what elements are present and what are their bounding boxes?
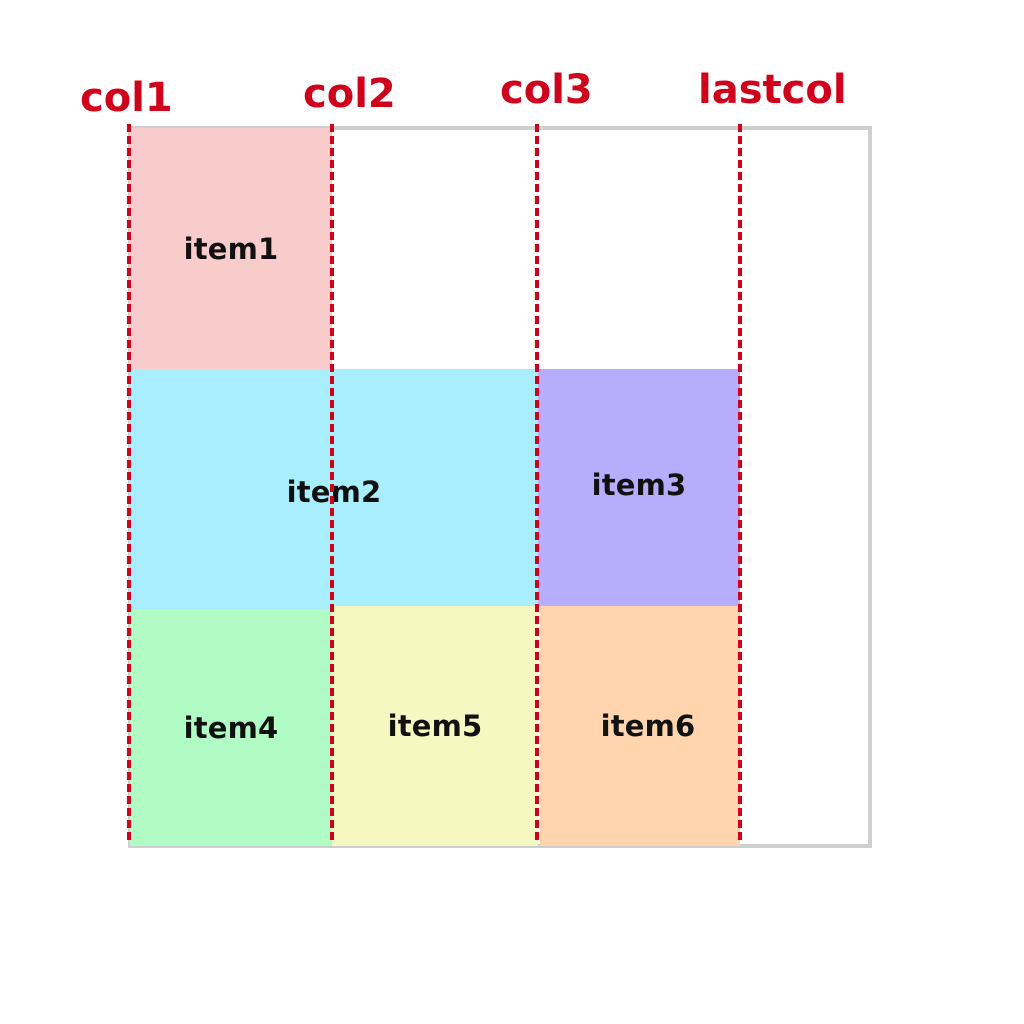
grid-item-label: item2 [286,475,382,509]
grid-item-label: item4 [183,710,279,745]
grid-item-label: item6 [600,709,696,743]
grid-item-2: item2 [130,369,538,609]
column-label-col3: col3 [500,67,593,113]
grid-item-5: item5 [332,606,538,846]
grid-item-4: item4 [130,609,332,846]
grid-item-label: item3 [591,467,687,502]
grid-item-label: item1 [183,231,279,266]
column-label-col2: col2 [303,71,396,117]
grid-item-label: item5 [387,709,483,743]
column-label-lastcol: lastcol [698,67,847,113]
grid-item-1: item1 [130,128,332,369]
column-label-col1: col1 [80,75,173,121]
column-line-last [738,124,742,840]
column-line-1 [127,124,131,840]
grid-item-3: item3 [538,369,740,606]
column-line-2 [330,124,334,840]
column-line-3 [535,124,539,840]
grid-item-6: item6 [540,606,740,846]
